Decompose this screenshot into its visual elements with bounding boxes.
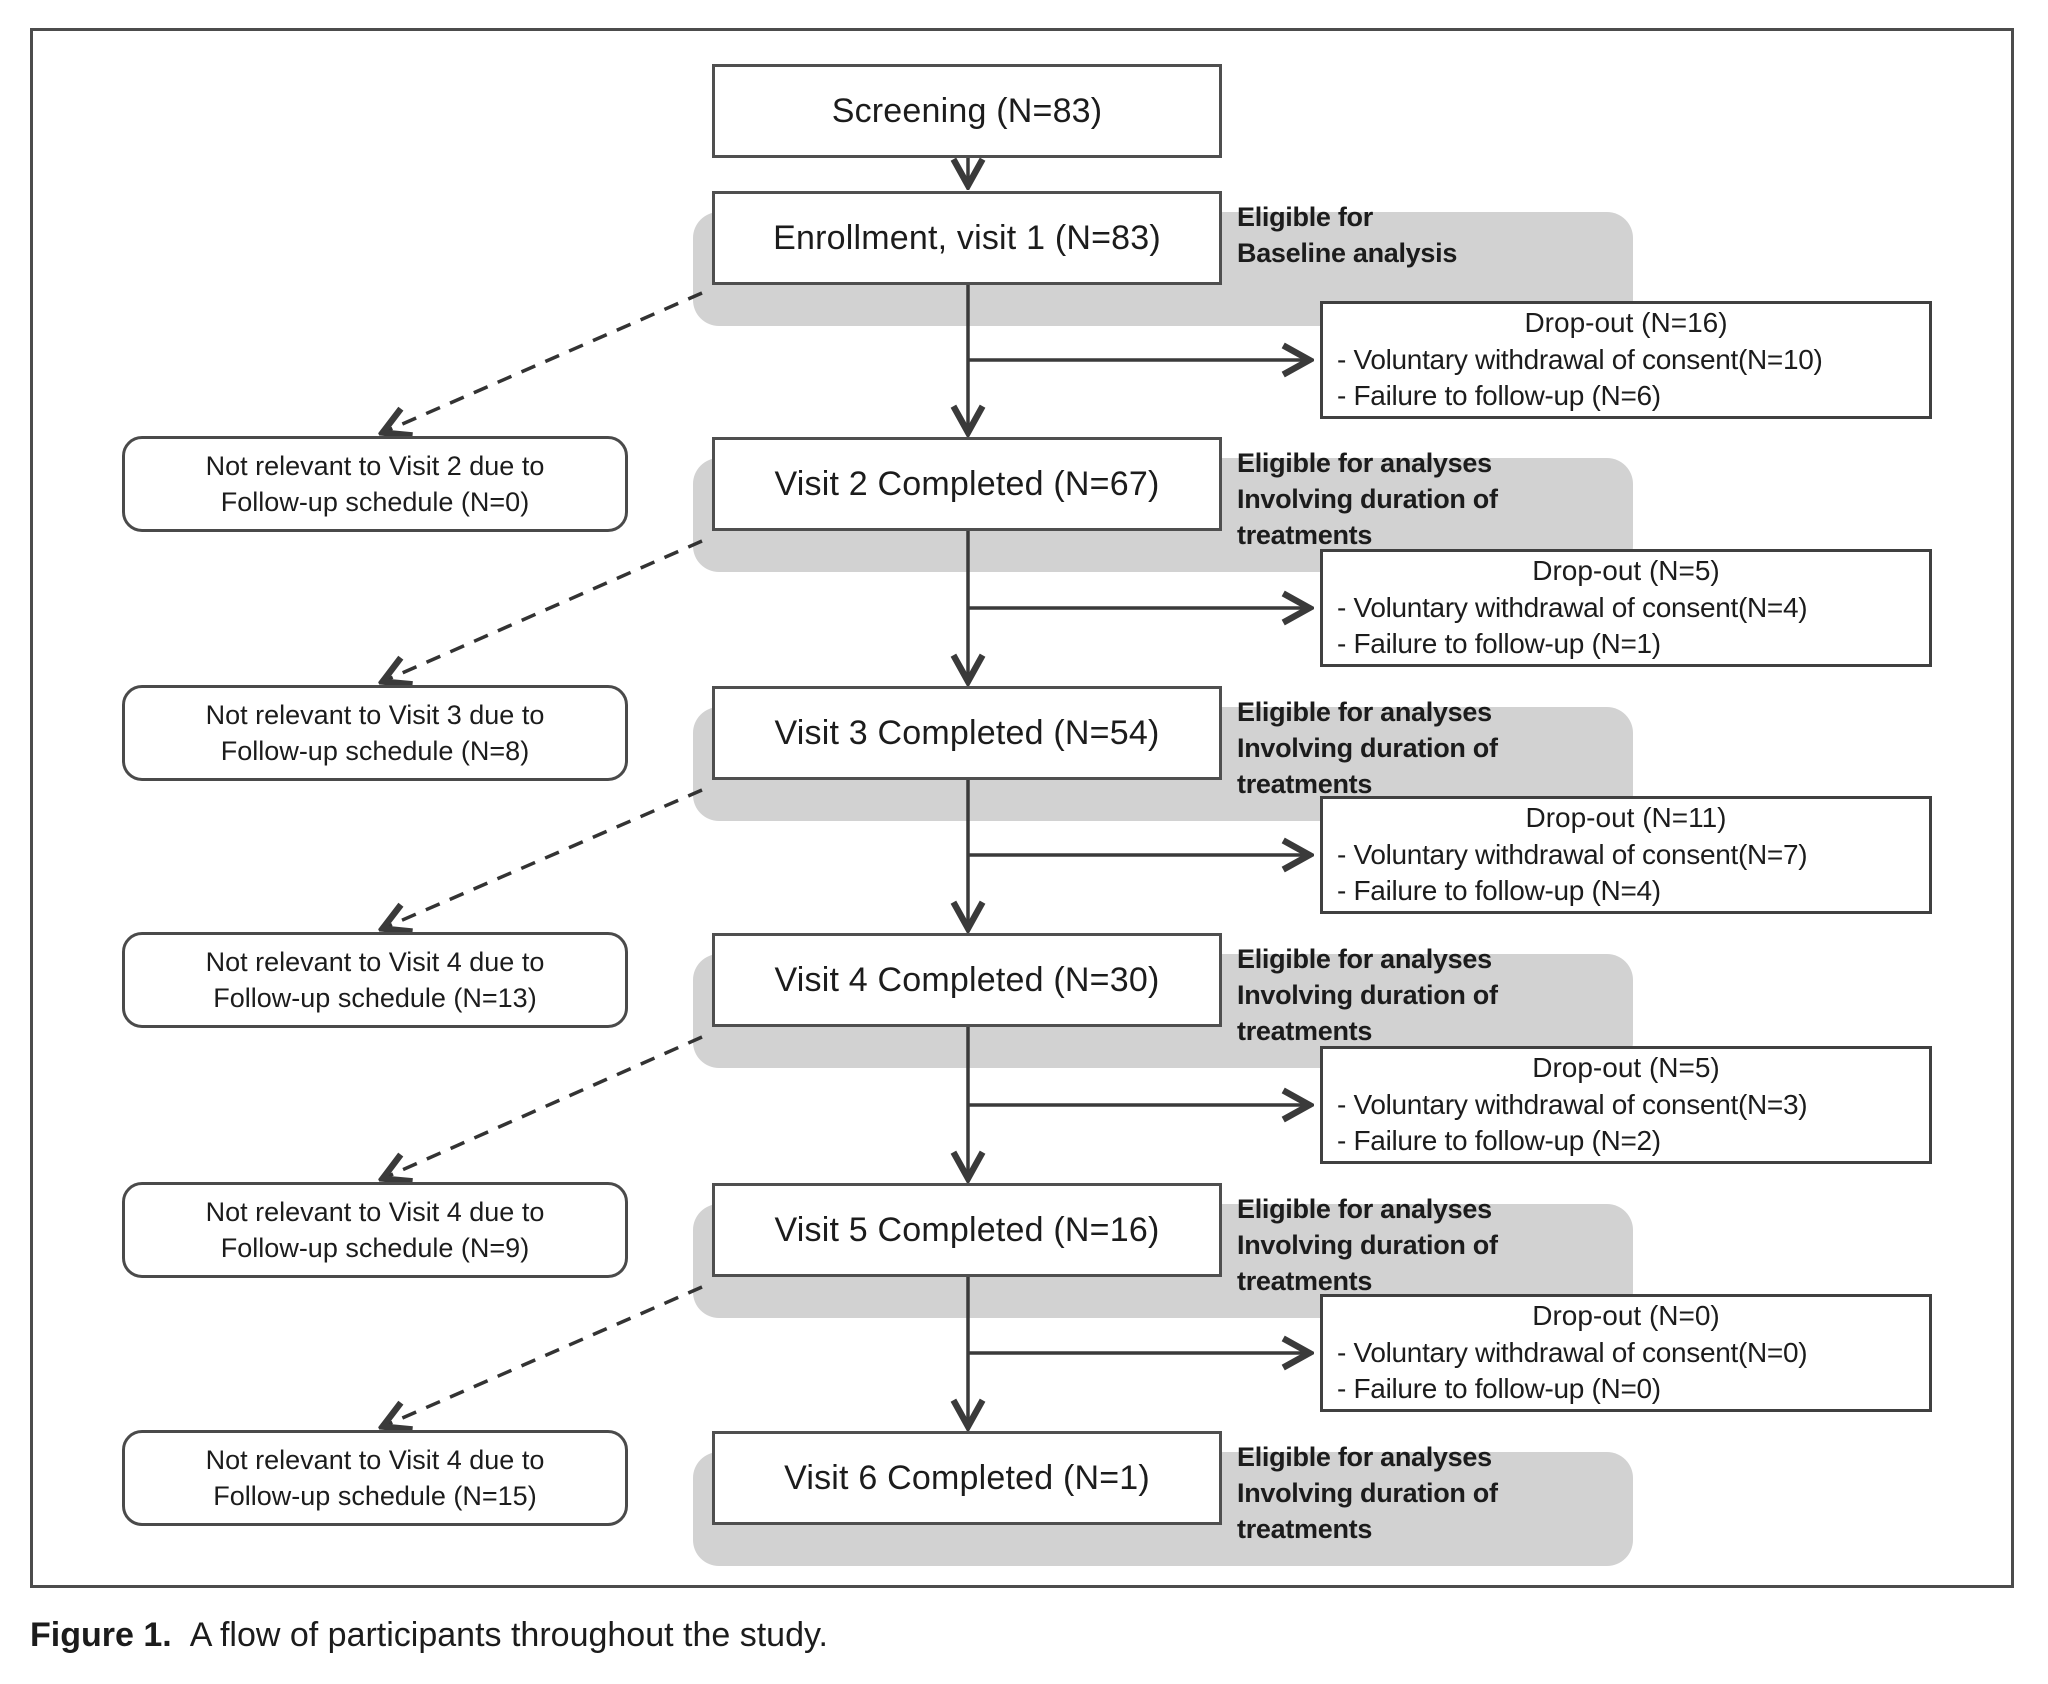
not-relevant-line2: Follow-up schedule (N=15) — [213, 1481, 537, 1511]
dropout-box-4: Drop-out (N=5) - Voluntary withdrawal of… — [1320, 1046, 1932, 1164]
eligibility-line1: Eligible for analyses — [1237, 1442, 1492, 1472]
visit6-label: Visit 6 Completed (N=1) — [784, 1458, 1150, 1497]
not-relevant-line1: Not relevant to Visit 2 due to — [205, 450, 545, 481]
dropout-title: Drop-out (N=16) — [1524, 307, 1728, 339]
not-relevant-line2: Follow-up schedule (N=0) — [220, 487, 530, 517]
not-relevant-line1: Not relevant to Visit 4 due to — [205, 1444, 545, 1475]
eligibility-label-visit5: Eligible for analyses Involving duration… — [1237, 1192, 1612, 1300]
not-relevant-line2: Follow-up schedule (N=13) — [213, 983, 537, 1013]
figure-caption-text: A flow of participants throughout the st… — [189, 1616, 828, 1654]
visit3-label: Visit 3 Completed (N=54) — [774, 713, 1160, 752]
dropout-reason-followup: - Failure to follow-up (N=6) — [1337, 380, 1661, 412]
dropout-reason-withdrawal: - Voluntary withdrawal of consent(N=3) — [1337, 1088, 1808, 1120]
dropout-reason-withdrawal: - Voluntary withdrawal of consent(N=10) — [1337, 343, 1823, 375]
eligibility-line1: Eligible for analyses — [1237, 944, 1492, 974]
screening-label: Screening (N=83) — [831, 91, 1103, 130]
eligibility-line2: Involving duration of treatments — [1237, 1229, 1498, 1296]
not-relevant-line1: Not relevant to Visit 4 due to — [205, 1196, 545, 1227]
not-relevant-line2: Follow-up schedule (N=8) — [220, 736, 530, 766]
dropout-box-5: Drop-out (N=0) - Voluntary withdrawal of… — [1320, 1294, 1932, 1412]
visit3-box: Visit 3 Completed (N=54) — [712, 686, 1222, 780]
not-relevant-box-visit3: Not relevant to Visit 3 due to Follow-up… — [122, 685, 628, 781]
figure-caption-label: Figure 1. — [30, 1616, 172, 1654]
not-relevant-box-visit4: Not relevant to Visit 4 due to Follow-up… — [122, 932, 628, 1028]
eligibility-label-visit4: Eligible for analyses Involving duration… — [1237, 942, 1612, 1050]
dropout-box-2: Drop-out (N=5) - Voluntary withdrawal of… — [1320, 549, 1932, 667]
screening-box: Screening (N=83) — [712, 64, 1222, 158]
eligibility-label-visit6: Eligible for analyses Involving duration… — [1237, 1440, 1612, 1548]
dropout-reason-followup: - Failure to follow-up (N=4) — [1337, 875, 1661, 907]
eligibility-line2: Baseline analysis — [1237, 237, 1458, 268]
dropout-title: Drop-out (N=5) — [1532, 555, 1720, 587]
eligibility-line1: Eligible for analyses — [1237, 448, 1492, 478]
dropout-box-1: Drop-out (N=16) - Voluntary withdrawal o… — [1320, 301, 1932, 419]
dropout-reason-withdrawal: - Voluntary withdrawal of consent(N=0) — [1337, 1336, 1808, 1368]
visit2-label: Visit 2 Completed (N=67) — [774, 464, 1160, 503]
eligibility-line2: Involving duration of treatments — [1237, 979, 1498, 1046]
not-relevant-line1: Not relevant to Visit 3 due to — [205, 699, 545, 730]
dropout-box-3: Drop-out (N=11) - Voluntary withdrawal o… — [1320, 796, 1932, 914]
eligibility-line1: Eligible for analyses — [1237, 697, 1492, 727]
visit4-label: Visit 4 Completed (N=30) — [774, 960, 1160, 999]
eligibility-line1: Eligible for — [1237, 202, 1373, 232]
dropout-title: Drop-out (N=11) — [1525, 802, 1727, 834]
enrollment-box: Enrollment, visit 1 (N=83) — [712, 191, 1222, 285]
dropout-title: Drop-out (N=0) — [1532, 1300, 1720, 1332]
dropout-branch-arrows — [968, 360, 1308, 1353]
visit5-label: Visit 5 Completed (N=16) — [774, 1210, 1160, 1249]
not-relevant-box-visit5: Not relevant to Visit 4 due to Follow-up… — [122, 1182, 628, 1278]
eligibility-label-visit3: Eligible for analyses Involving duration… — [1237, 695, 1612, 803]
not-relevant-dashed-arrows — [384, 291, 703, 1426]
eligibility-label-visit2: Eligible for analyses Involving duration… — [1237, 446, 1612, 554]
visit6-box: Visit 6 Completed (N=1) — [712, 1431, 1222, 1525]
not-relevant-line2: Follow-up schedule (N=9) — [220, 1233, 530, 1263]
eligibility-line1: Eligible for analyses — [1237, 1194, 1492, 1224]
dropout-reason-followup: - Failure to follow-up (N=1) — [1337, 628, 1661, 660]
dropout-title: Drop-out (N=5) — [1532, 1052, 1720, 1084]
eligibility-label-enrollment: Eligible for Baseline analysis — [1237, 200, 1612, 272]
visit4-box: Visit 4 Completed (N=30) — [712, 933, 1222, 1027]
enrollment-label: Enrollment, visit 1 (N=83) — [773, 218, 1161, 257]
not-relevant-box-visit6: Not relevant to Visit 4 due to Follow-up… — [122, 1430, 628, 1526]
dropout-reason-withdrawal: - Voluntary withdrawal of consent(N=7) — [1337, 838, 1808, 870]
not-relevant-box-visit2: Not relevant to Visit 2 due to Follow-up… — [122, 436, 628, 532]
eligibility-line2: Involving duration of treatments — [1237, 483, 1498, 550]
dropout-reason-followup: - Failure to follow-up (N=0) — [1337, 1373, 1661, 1405]
not-relevant-line1: Not relevant to Visit 4 due to — [205, 946, 545, 977]
dropout-reason-withdrawal: - Voluntary withdrawal of consent(N=4) — [1337, 591, 1808, 623]
figure-caption: Figure 1. A flow of participants througho… — [30, 1616, 1930, 1655]
eligibility-line2: Involving duration of treatments — [1237, 732, 1498, 799]
dropout-reason-followup: - Failure to follow-up (N=2) — [1337, 1125, 1661, 1157]
visit5-box: Visit 5 Completed (N=16) — [712, 1183, 1222, 1277]
visit2-box: Visit 2 Completed (N=67) — [712, 437, 1222, 531]
eligibility-line2: Involving duration of treatments — [1237, 1477, 1498, 1544]
